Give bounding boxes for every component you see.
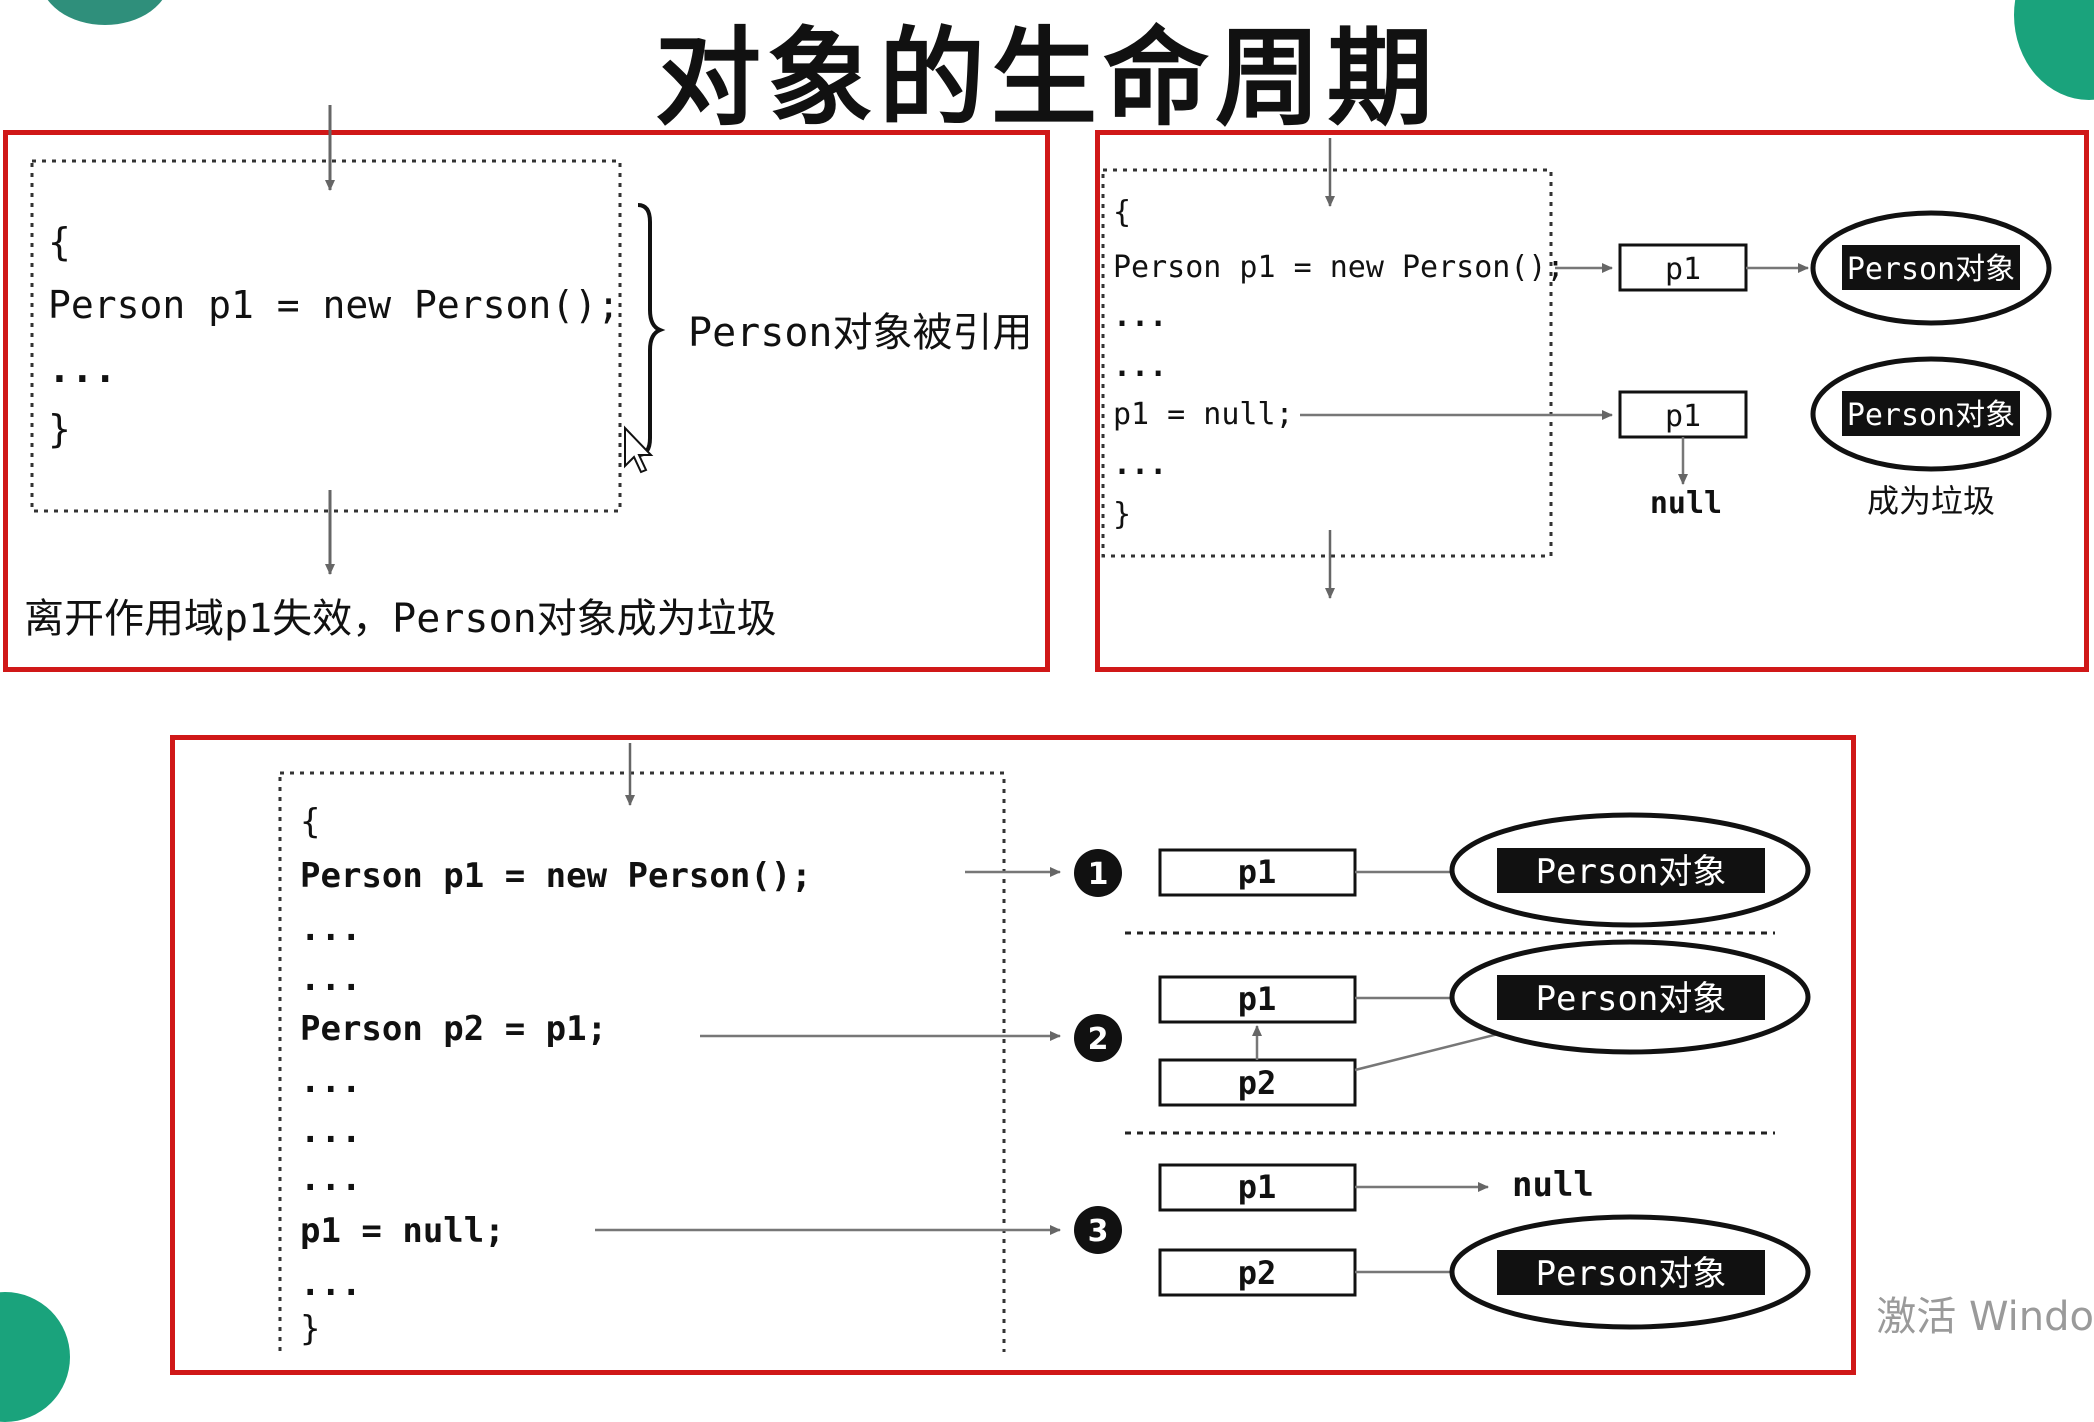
null-label: null xyxy=(1650,486,1722,521)
panel-a-drawing: { Person p1 = new Person(); ... } Person… xyxy=(24,105,1033,642)
code-line: Person p1 = new Person(); xyxy=(48,283,620,327)
scope-exit-label: 离开作用域p1失效，Person对象成为垃圾 xyxy=(24,596,777,642)
ref-label: p2 xyxy=(1238,1254,1277,1292)
code-line: p1 = null; xyxy=(1113,397,1294,432)
ref-label: p1 xyxy=(1238,1168,1277,1206)
code-line: } xyxy=(1113,497,1131,532)
code-line: } xyxy=(48,407,71,451)
object-label: Person对象 xyxy=(1536,852,1727,892)
code-line: ... xyxy=(300,1159,361,1199)
code-line: { xyxy=(300,802,320,842)
ref-label: p1 xyxy=(1238,853,1277,891)
code-line: ... xyxy=(300,1061,361,1101)
null-label: null xyxy=(1512,1165,1594,1205)
diagram-canvas: { Person p1 = new Person(); ... } Person… xyxy=(24,105,2052,1352)
step-badge xyxy=(1074,1206,1122,1254)
ref-label: p2 xyxy=(1238,1064,1277,1102)
panel-c-drawing: { Person p1 = new Person(); ... ... Pers… xyxy=(278,743,1811,1352)
ref-label: p1 xyxy=(1665,252,1701,287)
code-line: { xyxy=(48,220,71,264)
ref-box xyxy=(1158,1163,1357,1212)
code-line: ... xyxy=(1113,299,1167,334)
brace-label: Person对象被引用 xyxy=(688,310,1033,356)
step-number: 2 xyxy=(1088,1022,1109,1057)
ref-label: p1 xyxy=(1238,980,1277,1018)
ref-label: p1 xyxy=(1665,399,1701,434)
code-line: p1 = null; xyxy=(300,1211,505,1251)
ref-box xyxy=(1158,1058,1357,1107)
step-badge xyxy=(1074,1014,1122,1062)
page-title: 对象的生命周期 xyxy=(655,17,1439,140)
code-line: { xyxy=(1113,195,1131,230)
code-line: ... xyxy=(1113,447,1167,482)
code-line: Person p2 = p1; xyxy=(300,1009,607,1049)
panel-b-drawing: { Person p1 = new Person(); ... ... p1 =… xyxy=(1101,138,2052,599)
object-label: Person对象 xyxy=(1536,1254,1727,1294)
cursor-icon xyxy=(624,425,654,474)
code-line: ... xyxy=(300,909,361,949)
step-number: 3 xyxy=(1088,1214,1109,1249)
code-line: ... xyxy=(48,347,117,391)
brace xyxy=(637,203,666,457)
code-line: Person p1 = new Person(); xyxy=(1113,250,1565,285)
object-label: Person对象 xyxy=(1536,979,1727,1019)
step-badge xyxy=(1074,849,1122,897)
code-line: ... xyxy=(1113,349,1167,384)
garbage-label: 成为垃圾 xyxy=(1867,482,1995,520)
code-line: ... xyxy=(300,1264,361,1304)
code-line: } xyxy=(300,1309,320,1349)
code-line: ... xyxy=(300,1111,361,1151)
code-line: ... xyxy=(300,959,361,999)
ref-box xyxy=(1158,975,1357,1024)
activation-watermark: 激活 Windo xyxy=(1876,1294,2094,1340)
step-number: 1 xyxy=(1088,857,1109,892)
object-label: Person对象 xyxy=(1847,252,2015,287)
code-line: Person p1 = new Person(); xyxy=(300,856,812,896)
panel-scope xyxy=(3,130,1050,672)
object-label: Person对象 xyxy=(1847,398,2015,433)
